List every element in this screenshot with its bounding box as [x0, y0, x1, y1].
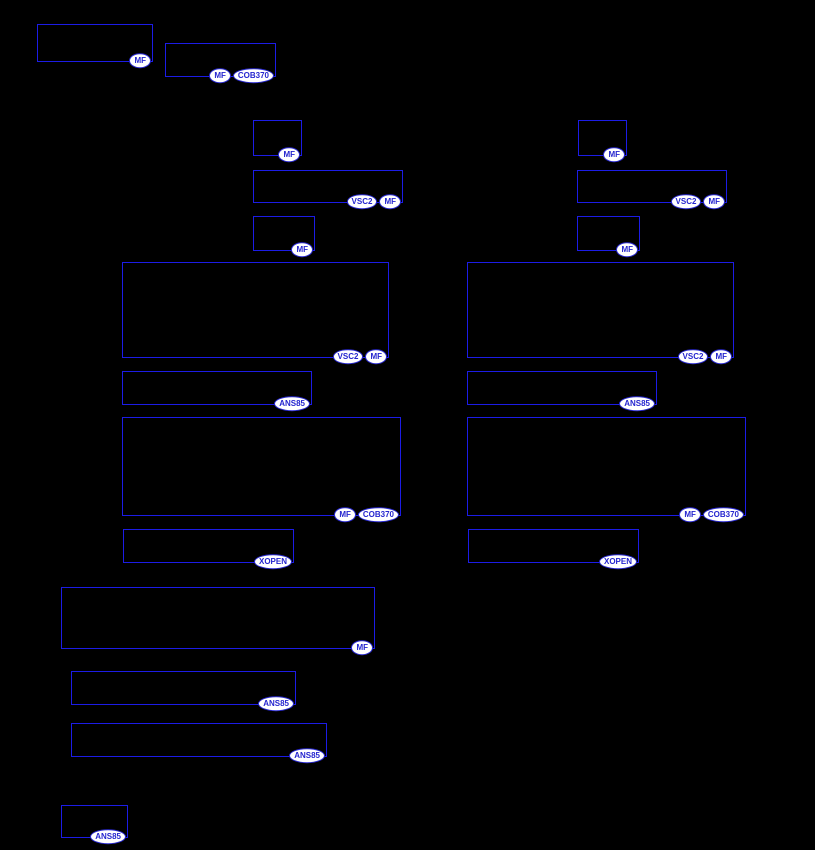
- syntax-box: ANS85: [61, 805, 128, 845]
- dialect-badge-mf: MF: [278, 147, 300, 163]
- dialect-badge-row: MF: [603, 147, 625, 163]
- dialect-badge-row: ANS85: [274, 396, 310, 412]
- syntax-box: XOPEN: [123, 529, 294, 570]
- dialect-badge-row: MF: [129, 53, 151, 69]
- dialect-badge-ans85: ANS85: [289, 748, 325, 764]
- dialect-badge-row: ANS85: [289, 748, 325, 764]
- dialect-badge-cob370: COB370: [357, 507, 399, 523]
- dialect-badge-mf: MF: [616, 242, 638, 258]
- dialect-badge-mf: MF: [291, 242, 313, 258]
- dialect-badge-cob370: COB370: [232, 68, 274, 84]
- dialect-badge-mf: MF: [679, 507, 701, 523]
- dialect-badge-mf: MF: [365, 349, 387, 365]
- syntax-box: ANS85: [467, 371, 657, 412]
- dialect-badge-ans85: ANS85: [619, 396, 655, 412]
- dialect-badge-ans85: ANS85: [274, 396, 310, 412]
- dialect-badge-row: MF: [278, 147, 300, 163]
- dialect-badge-vsc2: VSC2: [332, 349, 364, 365]
- dialect-badge-xopen: XOPEN: [598, 554, 637, 570]
- dialect-badge-vsc2: VSC2: [670, 194, 702, 210]
- dialect-badge-row: MF: [616, 242, 638, 258]
- dialect-badge-ans85: ANS85: [258, 696, 294, 712]
- dialect-badge-row: XOPEN: [253, 554, 292, 570]
- syntax-box: MF: [37, 24, 153, 69]
- dialect-badge-mf: MF: [334, 507, 356, 523]
- dialect-badge-ans85: ANS85: [90, 829, 126, 845]
- dialect-badge-mf: MF: [710, 349, 732, 365]
- syntax-box: ANS85: [122, 371, 312, 412]
- syntax-box: MF: [253, 216, 315, 258]
- syntax-box: MF: [61, 587, 375, 656]
- syntax-box: ANS85: [71, 723, 327, 764]
- dialect-badge-mf: MF: [129, 53, 151, 69]
- dialect-badge-row: ANS85: [90, 829, 126, 845]
- dialect-badge-mf: MF: [603, 147, 625, 163]
- dialect-badge-mf: MF: [351, 640, 373, 656]
- dialect-badge-row: XOPEN: [598, 554, 637, 570]
- dialect-badge-row: ANS85: [619, 396, 655, 412]
- syntax-box: MF: [578, 120, 627, 163]
- syntax-box: ANS85: [71, 671, 296, 712]
- dialect-badge-cob370: COB370: [702, 507, 744, 523]
- dialect-badge-xopen: XOPEN: [253, 554, 292, 570]
- dialect-badge-mf: MF: [703, 194, 725, 210]
- syntax-box: MF: [577, 216, 640, 258]
- dialect-badge-mf: MF: [209, 68, 231, 84]
- syntax-box: XOPEN: [468, 529, 639, 570]
- syntax-box: MF: [253, 120, 302, 163]
- dialect-badge-row: ANS85: [258, 696, 294, 712]
- dialect-badge-vsc2: VSC2: [677, 349, 709, 365]
- dialect-badge-vsc2: VSC2: [346, 194, 378, 210]
- dialect-badge-row: MF: [291, 242, 313, 258]
- dialect-badge-mf: MF: [379, 194, 401, 210]
- dialect-badge-row: MF: [351, 640, 373, 656]
